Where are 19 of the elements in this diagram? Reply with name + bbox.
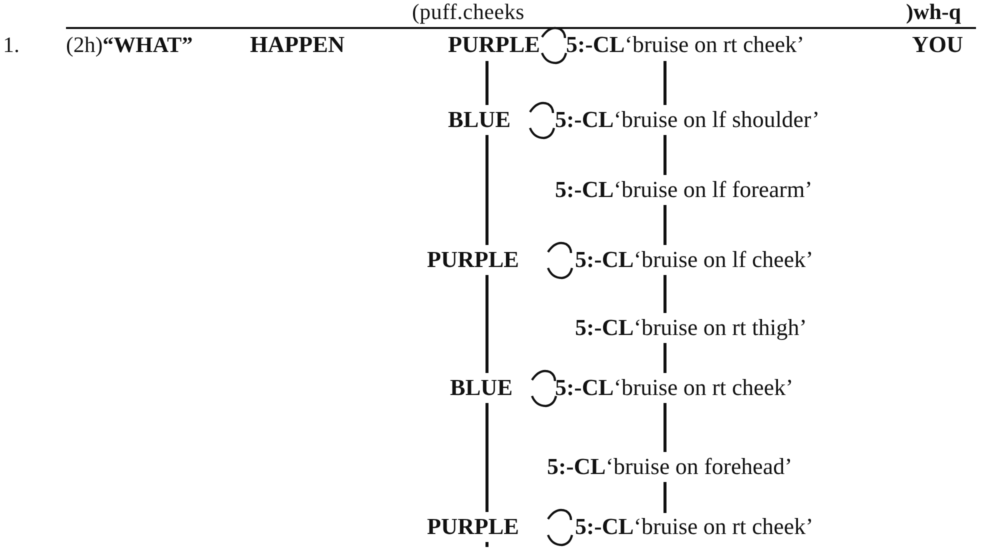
gloss-text: 5:-CL‘bruise on rt cheek’ xyxy=(555,374,794,402)
gloss-text: 5:-CL‘bruise on rt cheek’ xyxy=(575,513,814,541)
gloss-text: BLUE xyxy=(448,106,511,134)
gloss-text: 5:-CL‘bruise on lf forearm’ xyxy=(555,176,812,204)
gloss-text: 1. xyxy=(3,31,20,59)
gloss-text: PURPLE xyxy=(427,246,519,274)
gloss-text: 5:-CL‘bruise on rt thigh’ xyxy=(575,314,807,342)
gloss-text: PURPLE xyxy=(427,513,519,541)
gloss-text: YOU xyxy=(912,31,964,59)
gloss-text: (2h)“WHAT” xyxy=(66,31,193,59)
gloss-text: 5:-CL‘bruise on lf cheek’ xyxy=(575,246,814,274)
gloss-text: 5:-CL‘bruise on rt cheek’ xyxy=(566,31,804,59)
gloss-text: BLUE xyxy=(450,374,513,402)
gloss-text: HAPPEN xyxy=(250,31,345,59)
gloss-text: (puff.cheeks xyxy=(412,0,525,26)
gloss-text: PURPLE xyxy=(448,31,540,59)
gloss-text: 5:-CL‘bruise on lf shoulder’ xyxy=(555,106,820,134)
gloss-text: 5:-CL‘bruise on forehead’ xyxy=(547,453,792,481)
gloss-text: )wh-q xyxy=(906,0,962,26)
